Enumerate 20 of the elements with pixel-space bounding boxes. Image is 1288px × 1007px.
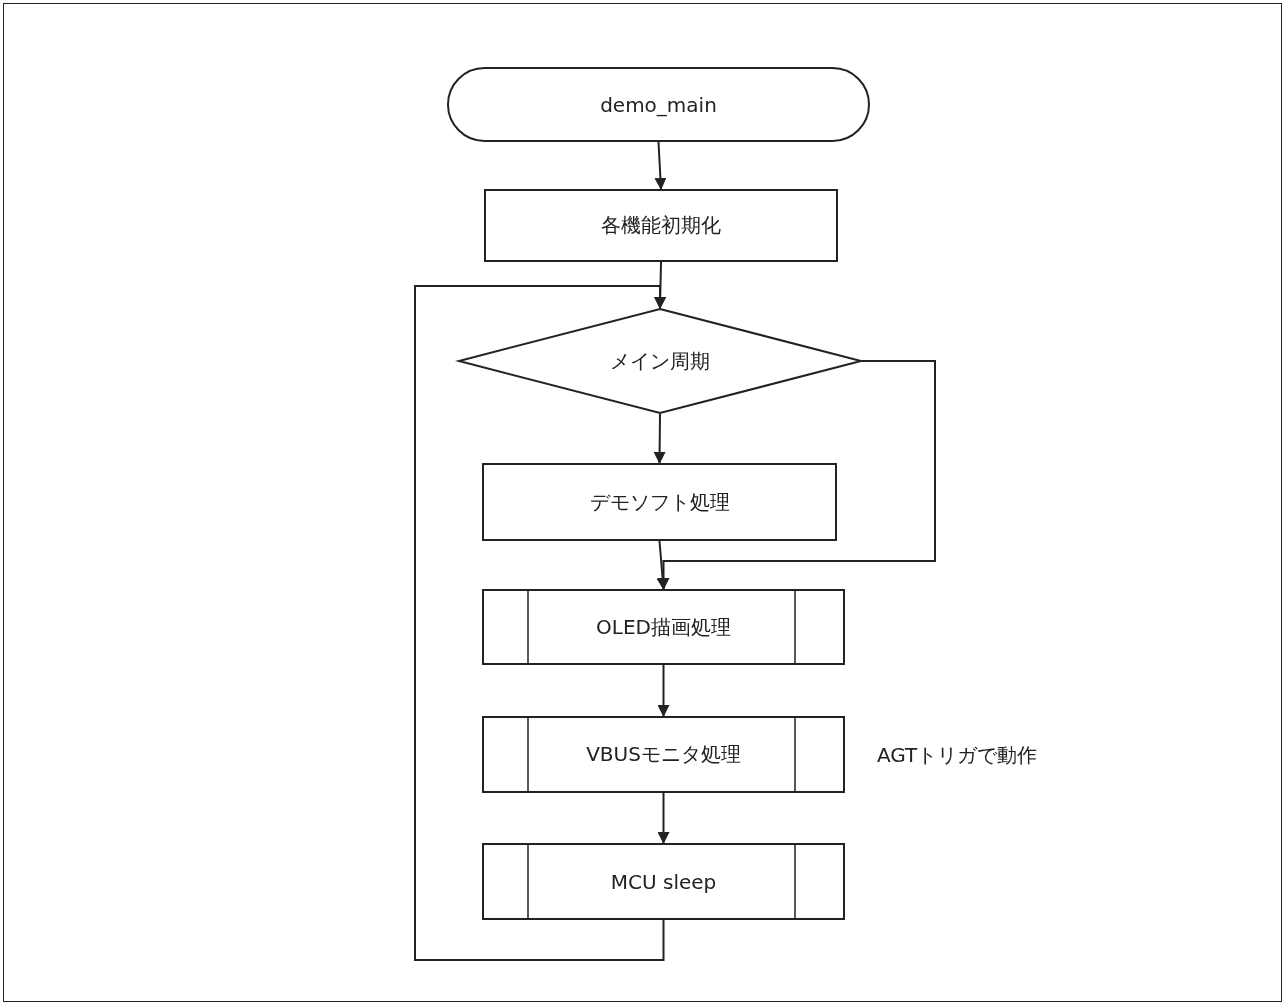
process-box: [482, 463, 837, 541]
node-label: メイン周期: [610, 347, 710, 375]
decision-diamond: [458, 308, 862, 414]
node-label: 各機能初期化: [601, 212, 721, 239]
flow-arrow: [654, 141, 667, 190]
node-label: OLED描画処理: [596, 613, 731, 641]
flow-arrow: [657, 664, 670, 717]
flow-arrow: [414, 285, 666, 961]
node-label: VBUSモニタ処理: [586, 741, 741, 768]
side-note: AGTトリガで動作: [877, 741, 1038, 769]
subroutine-box: [482, 589, 845, 665]
flow-arrow: [657, 792, 670, 844]
process-box: [484, 189, 838, 262]
subroutine-box: [482, 843, 845, 920]
node-label: demo_main: [600, 92, 717, 117]
flow-arrow: [653, 413, 666, 464]
node-label: デモソフト処理: [589, 488, 730, 516]
node-label: MCU sleep: [610, 869, 717, 894]
subroutine-box: [482, 716, 845, 793]
flow-arrow: [657, 360, 936, 590]
